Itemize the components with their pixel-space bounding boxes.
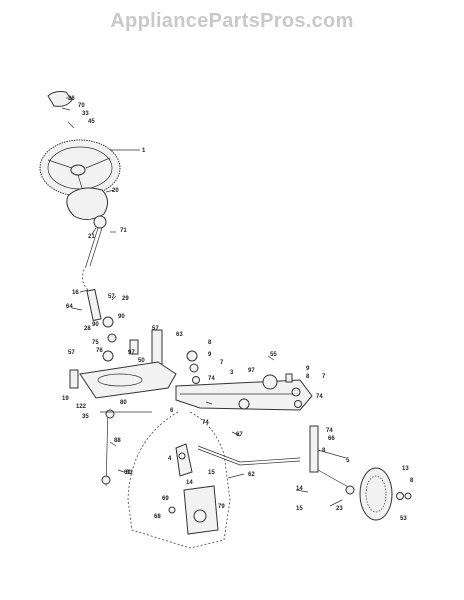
support-plate bbox=[69, 361, 177, 399]
callout: 8 bbox=[322, 448, 326, 454]
callout: 57 bbox=[68, 350, 75, 356]
column-cover bbox=[66, 187, 108, 229]
callout: 97 bbox=[128, 350, 135, 356]
callout: 74 bbox=[326, 428, 333, 434]
callout: 76 bbox=[96, 348, 103, 354]
callout: 67 bbox=[236, 432, 243, 438]
callout: 53 bbox=[400, 516, 407, 522]
callout: 50 bbox=[138, 358, 145, 364]
callout: 74 bbox=[202, 420, 209, 426]
callout: 8 bbox=[306, 374, 310, 380]
callout: 45 bbox=[88, 119, 95, 125]
callout: 9 bbox=[208, 352, 212, 358]
drag-link bbox=[100, 409, 152, 487]
callout: 61 bbox=[124, 470, 131, 476]
callout: 90 bbox=[118, 314, 125, 320]
pivot-stack-right bbox=[262, 373, 302, 408]
callout: 71 bbox=[120, 228, 127, 234]
steering-wheel bbox=[39, 139, 121, 197]
callout: 9 bbox=[306, 366, 310, 372]
callout: 3 bbox=[230, 370, 234, 376]
steering-gear bbox=[102, 316, 163, 371]
callout: 8 bbox=[410, 478, 414, 484]
watermark-text: AppliancePartsPros.com bbox=[110, 10, 354, 32]
callout: 20 bbox=[112, 188, 119, 194]
callout: 80 bbox=[120, 400, 127, 406]
spindle-right bbox=[309, 425, 351, 489]
pivot-stack-left bbox=[186, 350, 200, 384]
callout: 28 bbox=[84, 326, 91, 332]
steering-shaft bbox=[82, 227, 103, 322]
callout: 7 bbox=[322, 374, 326, 380]
callout: 7 bbox=[220, 360, 224, 366]
callout: 66 bbox=[328, 436, 335, 442]
callout: 74 bbox=[208, 376, 215, 382]
callout: 69 bbox=[162, 496, 169, 502]
callout: 15 bbox=[208, 470, 215, 476]
steering-bracket bbox=[168, 485, 219, 535]
callout: 57 bbox=[152, 326, 159, 332]
callout: 122 bbox=[76, 404, 87, 410]
callout: 68 bbox=[154, 514, 161, 520]
callout: 70 bbox=[78, 103, 85, 109]
callout: 29 bbox=[122, 296, 129, 302]
callout: 14 bbox=[296, 486, 303, 492]
callout: 74 bbox=[316, 394, 323, 400]
callout: 81 bbox=[126, 470, 133, 476]
callout: 79 bbox=[218, 504, 225, 510]
callout: 4 bbox=[168, 456, 172, 462]
callout-labels: 36 70 33 45 1 20 21 71 16 57 29 64 28 90… bbox=[62, 96, 414, 522]
callout: 15 bbox=[296, 506, 303, 512]
callout: 75 bbox=[92, 340, 99, 346]
callout: 63 bbox=[176, 332, 183, 338]
callout: 5 bbox=[346, 458, 350, 464]
front-axle bbox=[175, 379, 313, 411]
steering-wheel-cap bbox=[47, 91, 73, 107]
callout: 21 bbox=[88, 234, 95, 240]
leader-lines bbox=[61, 97, 343, 507]
callout: 1 bbox=[142, 148, 146, 154]
callout: 55 bbox=[270, 352, 277, 358]
callout: 6 bbox=[170, 408, 174, 414]
callout: 57 bbox=[108, 294, 115, 300]
callout: 97 bbox=[248, 368, 255, 374]
spindle-left bbox=[175, 443, 193, 477]
callout: 62 bbox=[248, 472, 255, 478]
front-wheel bbox=[345, 467, 412, 521]
callout: 14 bbox=[186, 480, 193, 486]
callout: 64 bbox=[66, 304, 73, 310]
callout: 19 bbox=[62, 396, 69, 402]
callout: 8 bbox=[208, 340, 212, 346]
callout: 90 bbox=[92, 322, 99, 328]
callout: 16 bbox=[72, 290, 79, 296]
callout: 23 bbox=[336, 506, 343, 512]
tie-rod bbox=[197, 445, 301, 466]
assembly-outline bbox=[127, 411, 231, 549]
callout: 88 bbox=[114, 438, 121, 444]
callout: 36 bbox=[68, 96, 75, 102]
callout: 35 bbox=[82, 414, 89, 420]
callout: 33 bbox=[82, 111, 89, 117]
callout: 13 bbox=[402, 466, 409, 472]
